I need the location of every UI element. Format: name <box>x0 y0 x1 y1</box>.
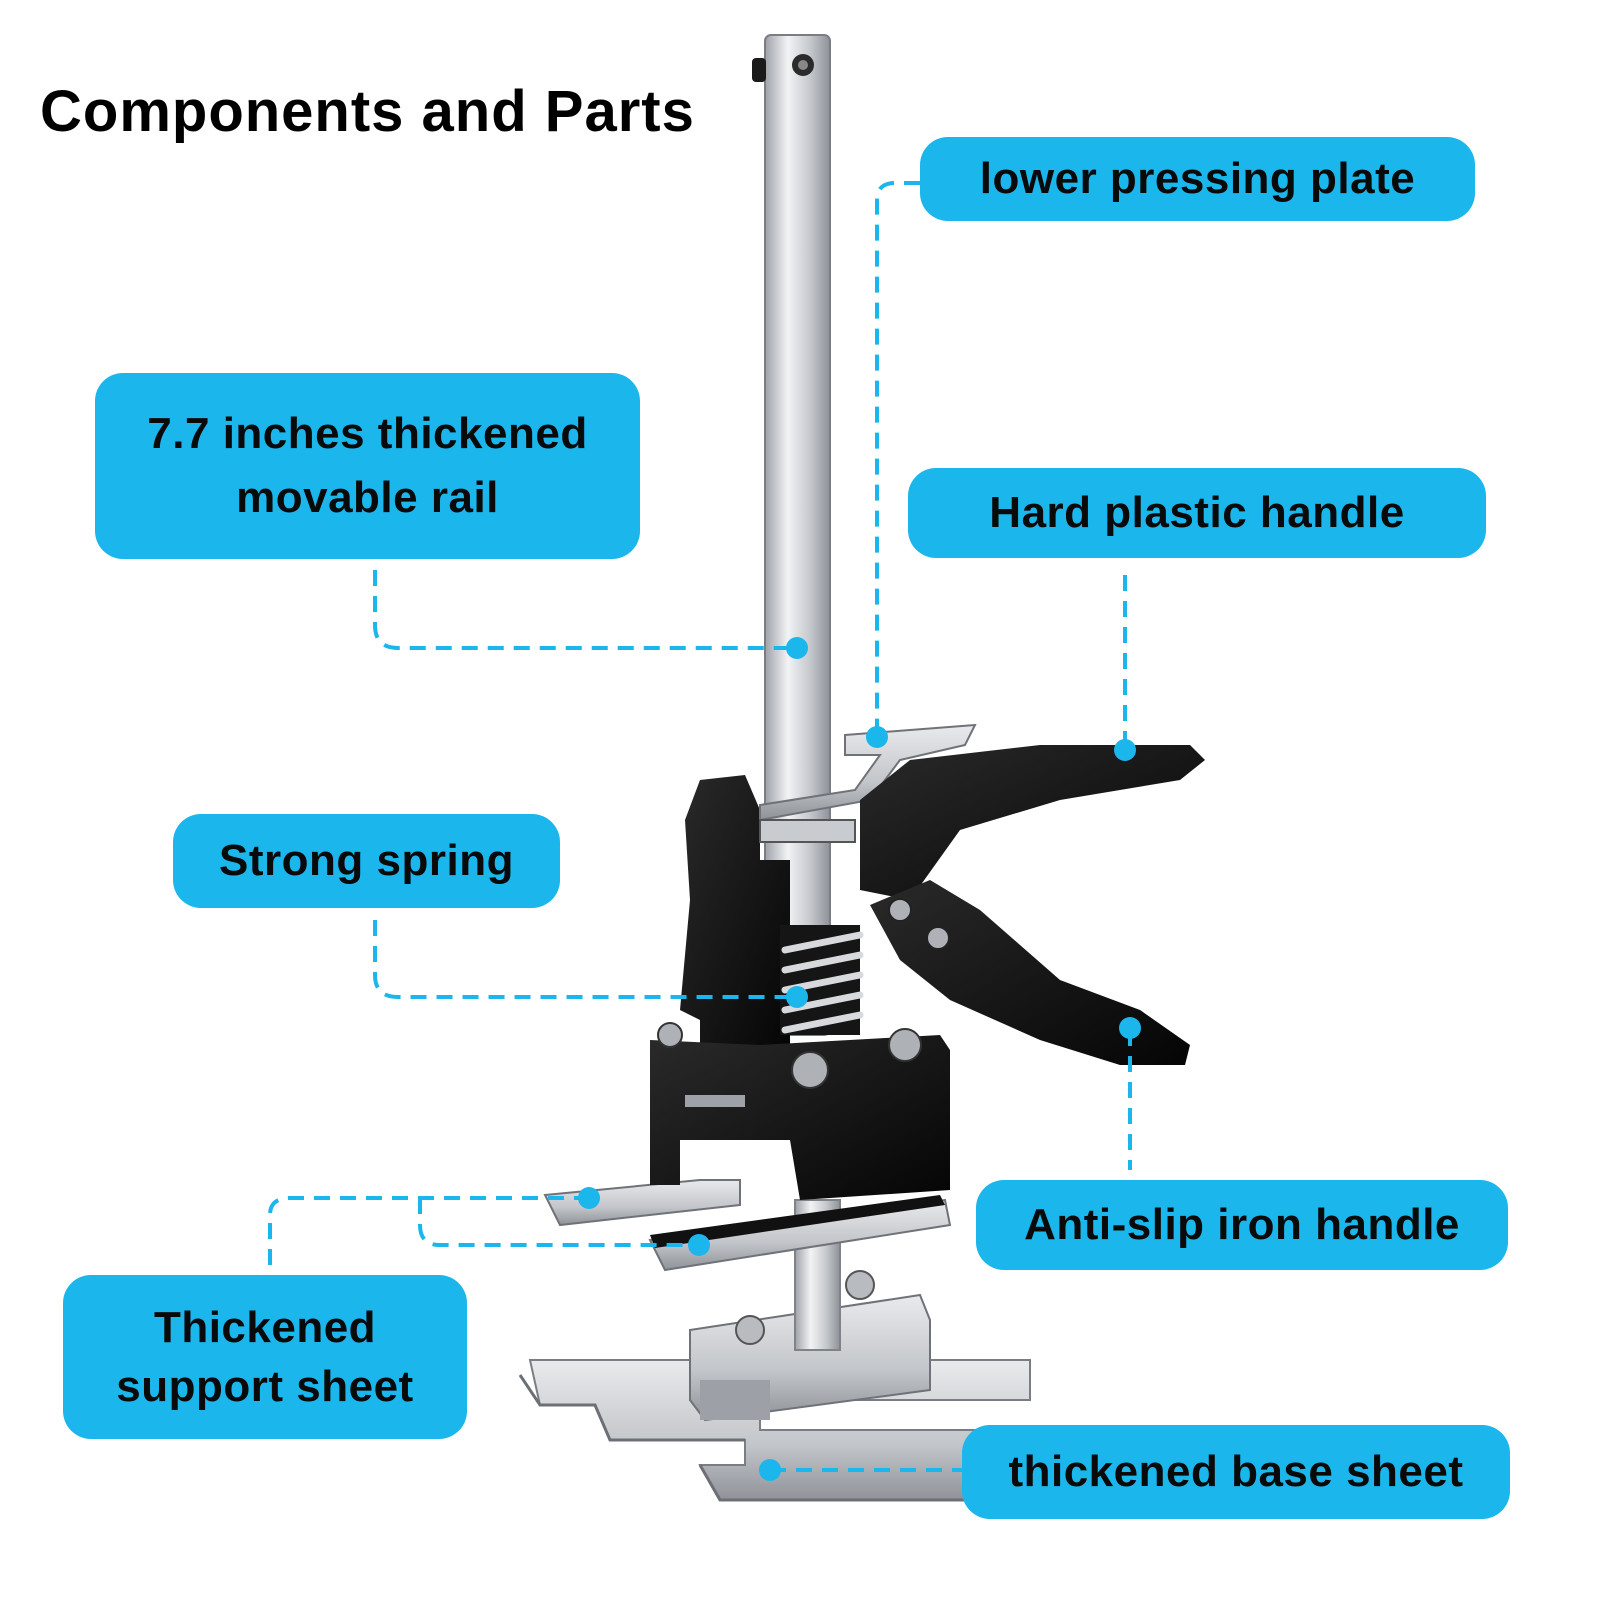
leader-lines <box>268 181 1132 1472</box>
callout-text: movable rail <box>236 473 499 522</box>
callout-text: Strong spring <box>219 836 514 886</box>
callout-lower-pressing-plate: lower pressing plate <box>920 137 1475 221</box>
callout-iron-handle: Anti-slip iron handle <box>976 1180 1508 1270</box>
callout-text: Anti-slip iron handle <box>1024 1200 1460 1250</box>
leader-spring <box>373 920 795 999</box>
dot-support-sheet-lower <box>688 1234 710 1256</box>
callout-spring: Strong spring <box>173 814 560 908</box>
leader-support-sheet-upper <box>268 1196 587 1265</box>
leader-movable-rail <box>373 570 795 650</box>
support-sheets <box>543 1179 952 1272</box>
dot-spring <box>786 986 808 1008</box>
callout-movable-rail: 7.7 inches thickened movable rail <box>95 373 640 559</box>
pressing-plate <box>759 723 977 843</box>
callout-text: thickened base sheet <box>1008 1447 1464 1497</box>
page-title: Components and Parts <box>40 79 695 144</box>
callout-text: lower pressing plate <box>979 154 1416 204</box>
tool-body <box>650 775 950 1200</box>
callout-text: support sheet <box>116 1362 414 1411</box>
dot-base-sheet <box>759 1459 781 1481</box>
callout-plastic-handle: Hard plastic handle <box>908 468 1486 558</box>
base-sheet <box>518 1359 1031 1502</box>
dot-plastic-handle <box>1114 739 1136 761</box>
callout-text: Thickened <box>153 1302 377 1352</box>
iron-handle <box>870 880 1190 1065</box>
dot-support-sheet-upper <box>578 1187 600 1209</box>
leader-support-sheet-lower <box>418 1198 697 1247</box>
plastic-handle <box>860 745 1205 900</box>
dot-pressing-plate <box>866 726 888 748</box>
dot-movable-rail <box>786 637 808 659</box>
spring <box>780 925 864 1035</box>
dot-iron-handle <box>1119 1017 1141 1039</box>
base-bracket <box>689 1270 931 1422</box>
callout-text: Hard plastic handle <box>989 488 1405 538</box>
callout-base-sheet: thickened base sheet <box>962 1425 1510 1519</box>
callout-text: 7.7 inches thickened <box>147 409 588 459</box>
anchor-dots <box>578 637 1141 1481</box>
leader-lower-pressing-plate <box>875 181 920 735</box>
callout-support-sheet: Thickened support sheet <box>63 1275 467 1439</box>
